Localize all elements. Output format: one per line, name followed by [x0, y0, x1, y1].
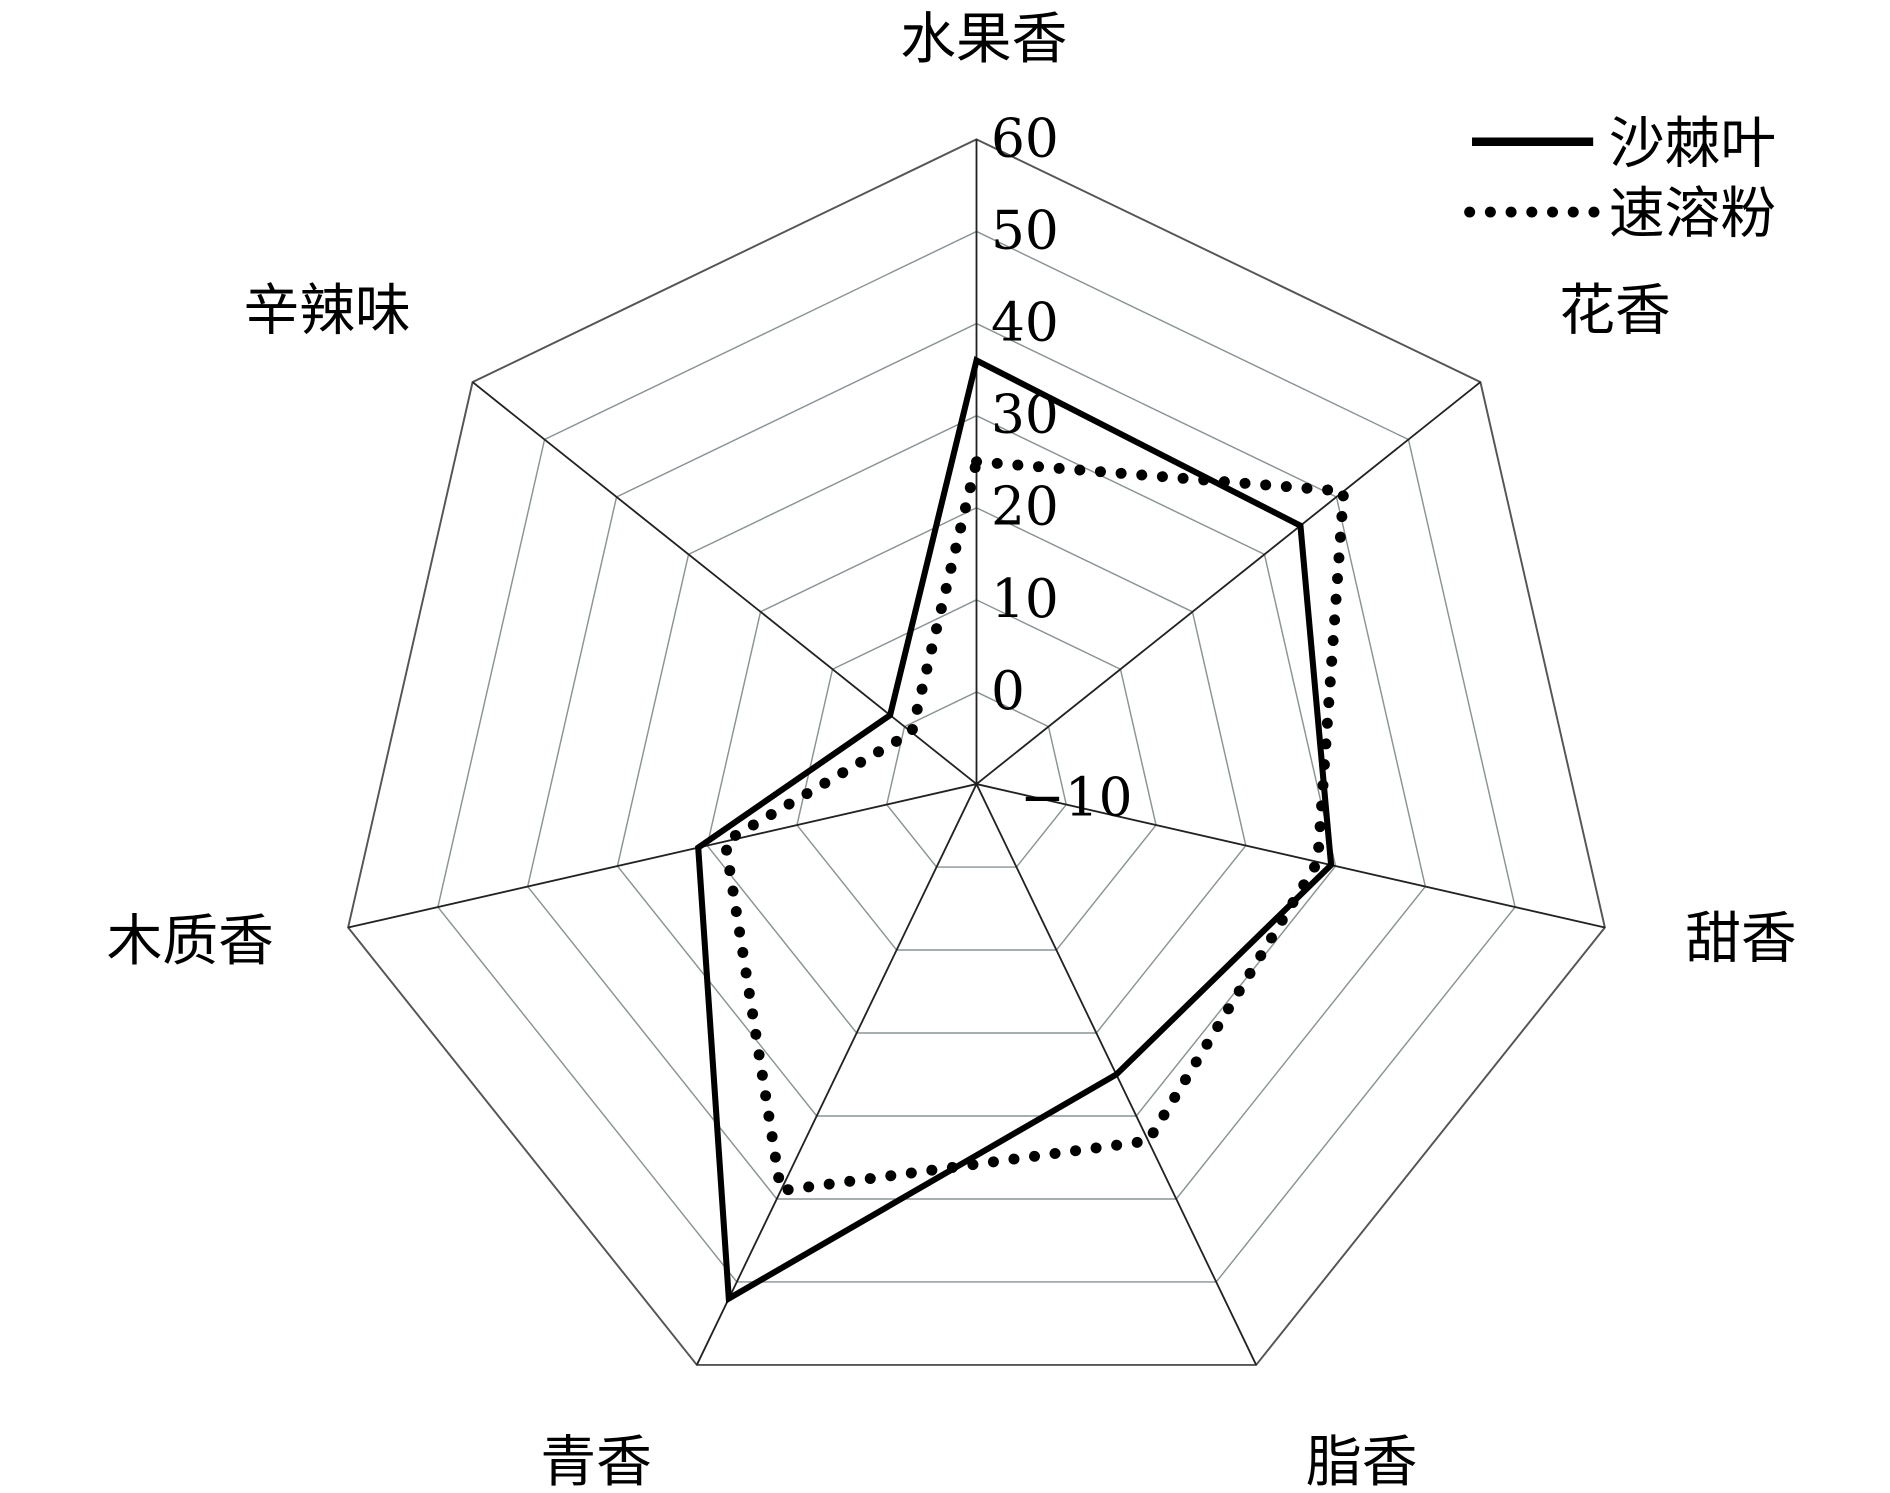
grid-ring	[616, 414, 1337, 1117]
tick-label: −10	[1020, 767, 1132, 829]
axis-label: 辛辣味	[244, 279, 411, 344]
legend: 沙棘叶 速溶粉	[1464, 111, 1776, 247]
axis-label: 木质香	[107, 909, 274, 974]
axis-line	[975, 381, 1481, 785]
radar-axes	[347, 139, 1606, 1366]
legend-label-series-0: 沙棘叶	[1609, 111, 1776, 176]
axis-label: 花香	[1559, 279, 1670, 344]
tick-label: 0	[991, 660, 1025, 722]
tick-label: 60	[991, 107, 1059, 169]
series-1-line	[719, 455, 1350, 1197]
tick-labels: −10 0 10 20 30 40 50 60	[991, 107, 1133, 828]
axis-line	[347, 783, 977, 929]
axis-label: 脂香	[1306, 1430, 1417, 1493]
tick-label: 20	[991, 476, 1059, 538]
series-0-line	[695, 355, 1335, 1304]
tick-label: 30	[991, 384, 1059, 446]
grid-ring	[796, 599, 1157, 951]
tick-label: 50	[991, 199, 1059, 261]
axis-label: 甜香	[1685, 906, 1796, 971]
tick-label: 40	[991, 292, 1059, 354]
axis-label: 青香	[540, 1430, 651, 1493]
grid-ring	[706, 506, 1247, 1034]
legend-label-series-1: 速溶粉	[1609, 182, 1776, 247]
grid-ring	[347, 138, 1606, 1366]
tick-label: 10	[991, 568, 1059, 630]
axis-line	[976, 783, 1606, 929]
axis-line	[472, 381, 978, 785]
radar-grid	[347, 138, 1606, 1366]
radar-series	[695, 355, 1350, 1304]
grid-ring	[437, 230, 1516, 1283]
grid-ring	[526, 322, 1427, 1200]
axis-label: 水果香	[900, 7, 1067, 72]
axis-line	[696, 783, 978, 1366]
